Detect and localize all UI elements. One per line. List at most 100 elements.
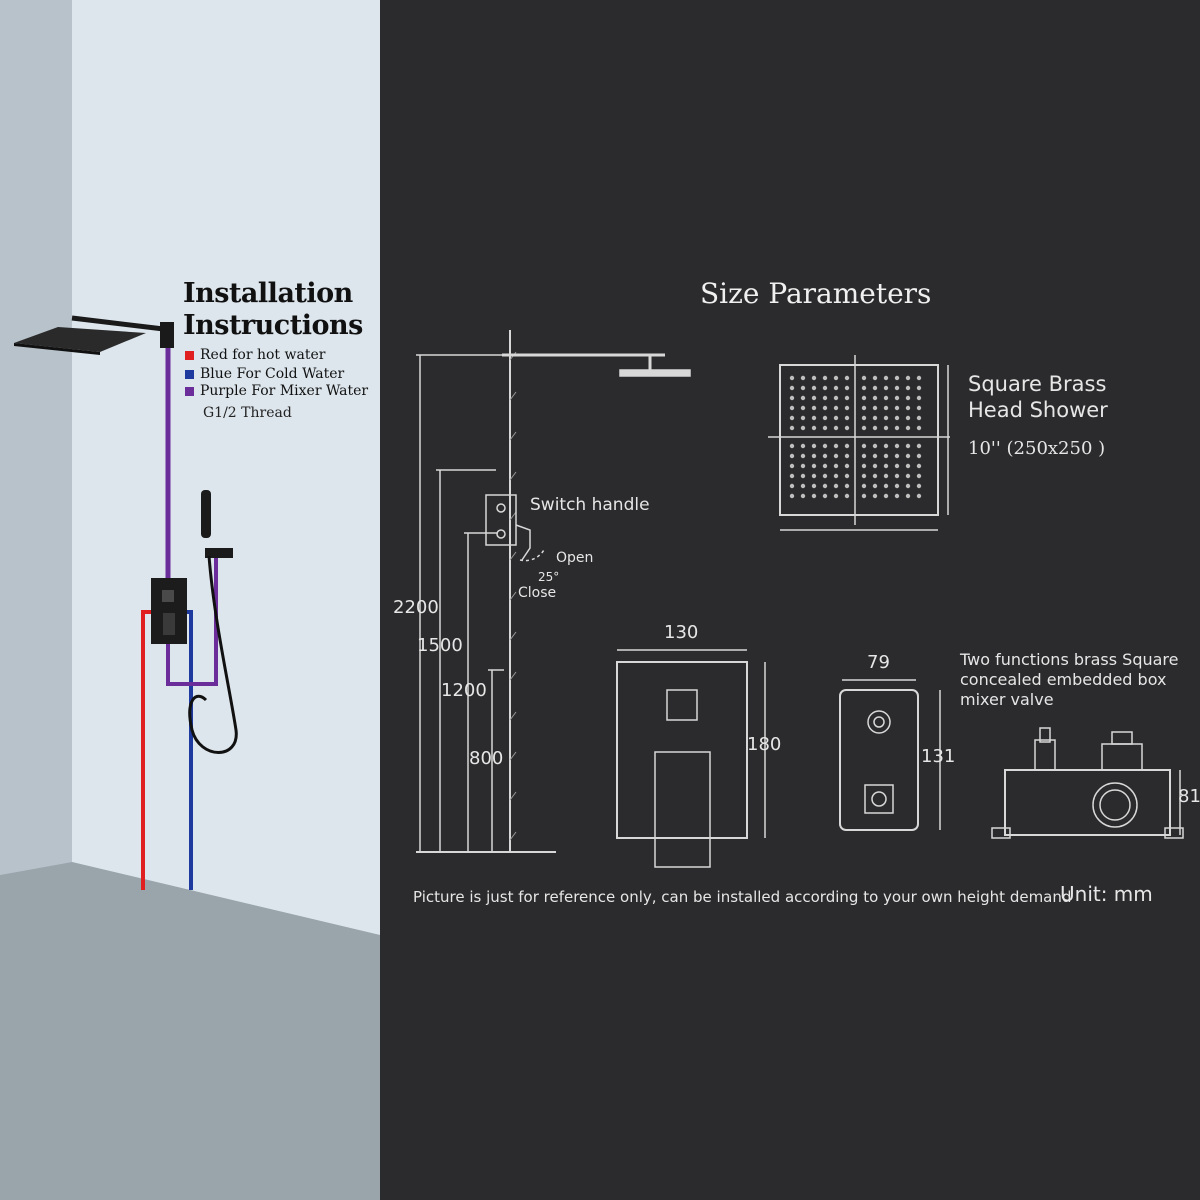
nozzle-dot	[800, 375, 806, 381]
nozzle-dot	[833, 483, 839, 489]
legend-cold-label: Blue For Cold Water	[200, 366, 345, 382]
nozzle-dot	[872, 463, 878, 469]
back-wall	[72, 0, 380, 935]
nozzle-dot	[844, 473, 850, 479]
nozzle-dot	[844, 453, 850, 459]
nozzle-dot	[894, 463, 900, 469]
instructions-title-line1: Installation	[183, 278, 353, 309]
nozzle-dot	[883, 415, 889, 421]
nozzle-dot	[861, 415, 867, 421]
nozzle-dot	[822, 473, 828, 479]
nozzle-dot	[883, 493, 889, 499]
nozzle-dot	[905, 493, 911, 499]
cover-plate	[616, 661, 748, 839]
nozzle-dot	[789, 385, 795, 391]
nozzle-dot	[883, 453, 889, 459]
nozzle-dot	[811, 493, 817, 499]
nozzle-dot	[822, 385, 828, 391]
nozzle-dot	[800, 463, 806, 469]
nozzle-dot	[905, 385, 911, 391]
nozzle-dot	[894, 453, 900, 459]
nozzle-dot	[811, 415, 817, 421]
nozzle-dot	[822, 425, 828, 431]
nozzle-dot	[916, 483, 922, 489]
nozzle-dot	[800, 415, 806, 421]
nozzle-dot	[916, 453, 922, 459]
nozzle-dot	[894, 473, 900, 479]
nozzle-dot	[844, 395, 850, 401]
nozzle-dot	[833, 473, 839, 479]
size-parameters-title: Size Parameters	[700, 277, 932, 310]
nozzle-dot	[872, 425, 878, 431]
bathroom-corner-illustration	[0, 0, 380, 1200]
nozzle-dot	[861, 453, 867, 459]
shower-hose	[188, 555, 238, 754]
nozzle-dot	[894, 483, 900, 489]
nozzle-dot	[800, 493, 806, 499]
wall-flange	[160, 322, 174, 348]
nozzle-dot	[789, 493, 795, 499]
head-shower-title-line1: Square Brass	[968, 372, 1107, 396]
height-1500-label: 1500	[417, 635, 463, 656]
angle-arc	[519, 547, 546, 562]
height-800-label: 800	[469, 748, 504, 769]
cover-handle	[654, 751, 711, 868]
nozzle-dot	[883, 473, 889, 479]
switch-handle-label: Switch handle	[530, 495, 650, 515]
height-1200-label: 1200	[441, 680, 487, 701]
thread-label: G1/2 Thread	[203, 405, 292, 421]
nozzle-dot	[883, 405, 889, 411]
nozzle-dot	[861, 425, 867, 431]
nozzle-dot	[916, 425, 922, 431]
nozzle-dot	[872, 473, 878, 479]
nozzle-dot	[916, 415, 922, 421]
nozzle-dot	[822, 415, 828, 421]
box-width-label: 79	[867, 652, 890, 673]
nozzle-dot	[800, 405, 806, 411]
nozzle-dot	[872, 453, 878, 459]
nozzle-dot	[822, 453, 828, 459]
cover-button	[666, 689, 698, 721]
nozzle-dot	[894, 375, 900, 381]
nozzle-dot	[800, 385, 806, 391]
nozzle-dot	[833, 493, 839, 499]
nozzle-dot	[883, 443, 889, 449]
nozzle-dot	[905, 415, 911, 421]
nozzle-dot	[916, 463, 922, 469]
nozzle-dot	[789, 425, 795, 431]
nozzle-dot	[811, 395, 817, 401]
unit-label: Unit: mm	[1060, 882, 1153, 906]
nozzle-dot	[916, 473, 922, 479]
nozzle-dot	[844, 425, 850, 431]
nozzle-dot	[844, 385, 850, 391]
nozzle-dot	[916, 405, 922, 411]
nozzle-dot	[894, 493, 900, 499]
nozzle-dot	[894, 385, 900, 391]
blue-swatch	[185, 369, 194, 379]
close-label: Close	[518, 585, 557, 601]
nozzle-dot	[861, 405, 867, 411]
nozzle-dot	[811, 453, 817, 459]
dimension-drawings	[416, 330, 1184, 868]
nozzle-dot	[844, 483, 850, 489]
legend-hot: Red for hot water	[185, 347, 325, 363]
nozzle-dot	[916, 385, 922, 391]
nozzle-dot	[916, 493, 922, 499]
nozzle-dot	[822, 483, 828, 489]
embedded-box	[839, 689, 919, 831]
nozzle-dot	[894, 425, 900, 431]
valve-handle	[163, 613, 175, 635]
nozzle-dot	[861, 385, 867, 391]
nozzle-dot	[883, 395, 889, 401]
nozzle-dot	[861, 443, 867, 449]
nozzle-dot	[833, 453, 839, 459]
nozzle-dot	[894, 415, 900, 421]
nozzle-dot	[883, 425, 889, 431]
angle-label: 25°	[538, 570, 560, 584]
nozzle-dot	[811, 473, 817, 479]
head-shower-top	[779, 364, 939, 516]
nozzle-dot	[800, 473, 806, 479]
nozzle-dot	[833, 395, 839, 401]
nozzle-dot	[861, 463, 867, 469]
nozzle-grid	[789, 375, 922, 499]
